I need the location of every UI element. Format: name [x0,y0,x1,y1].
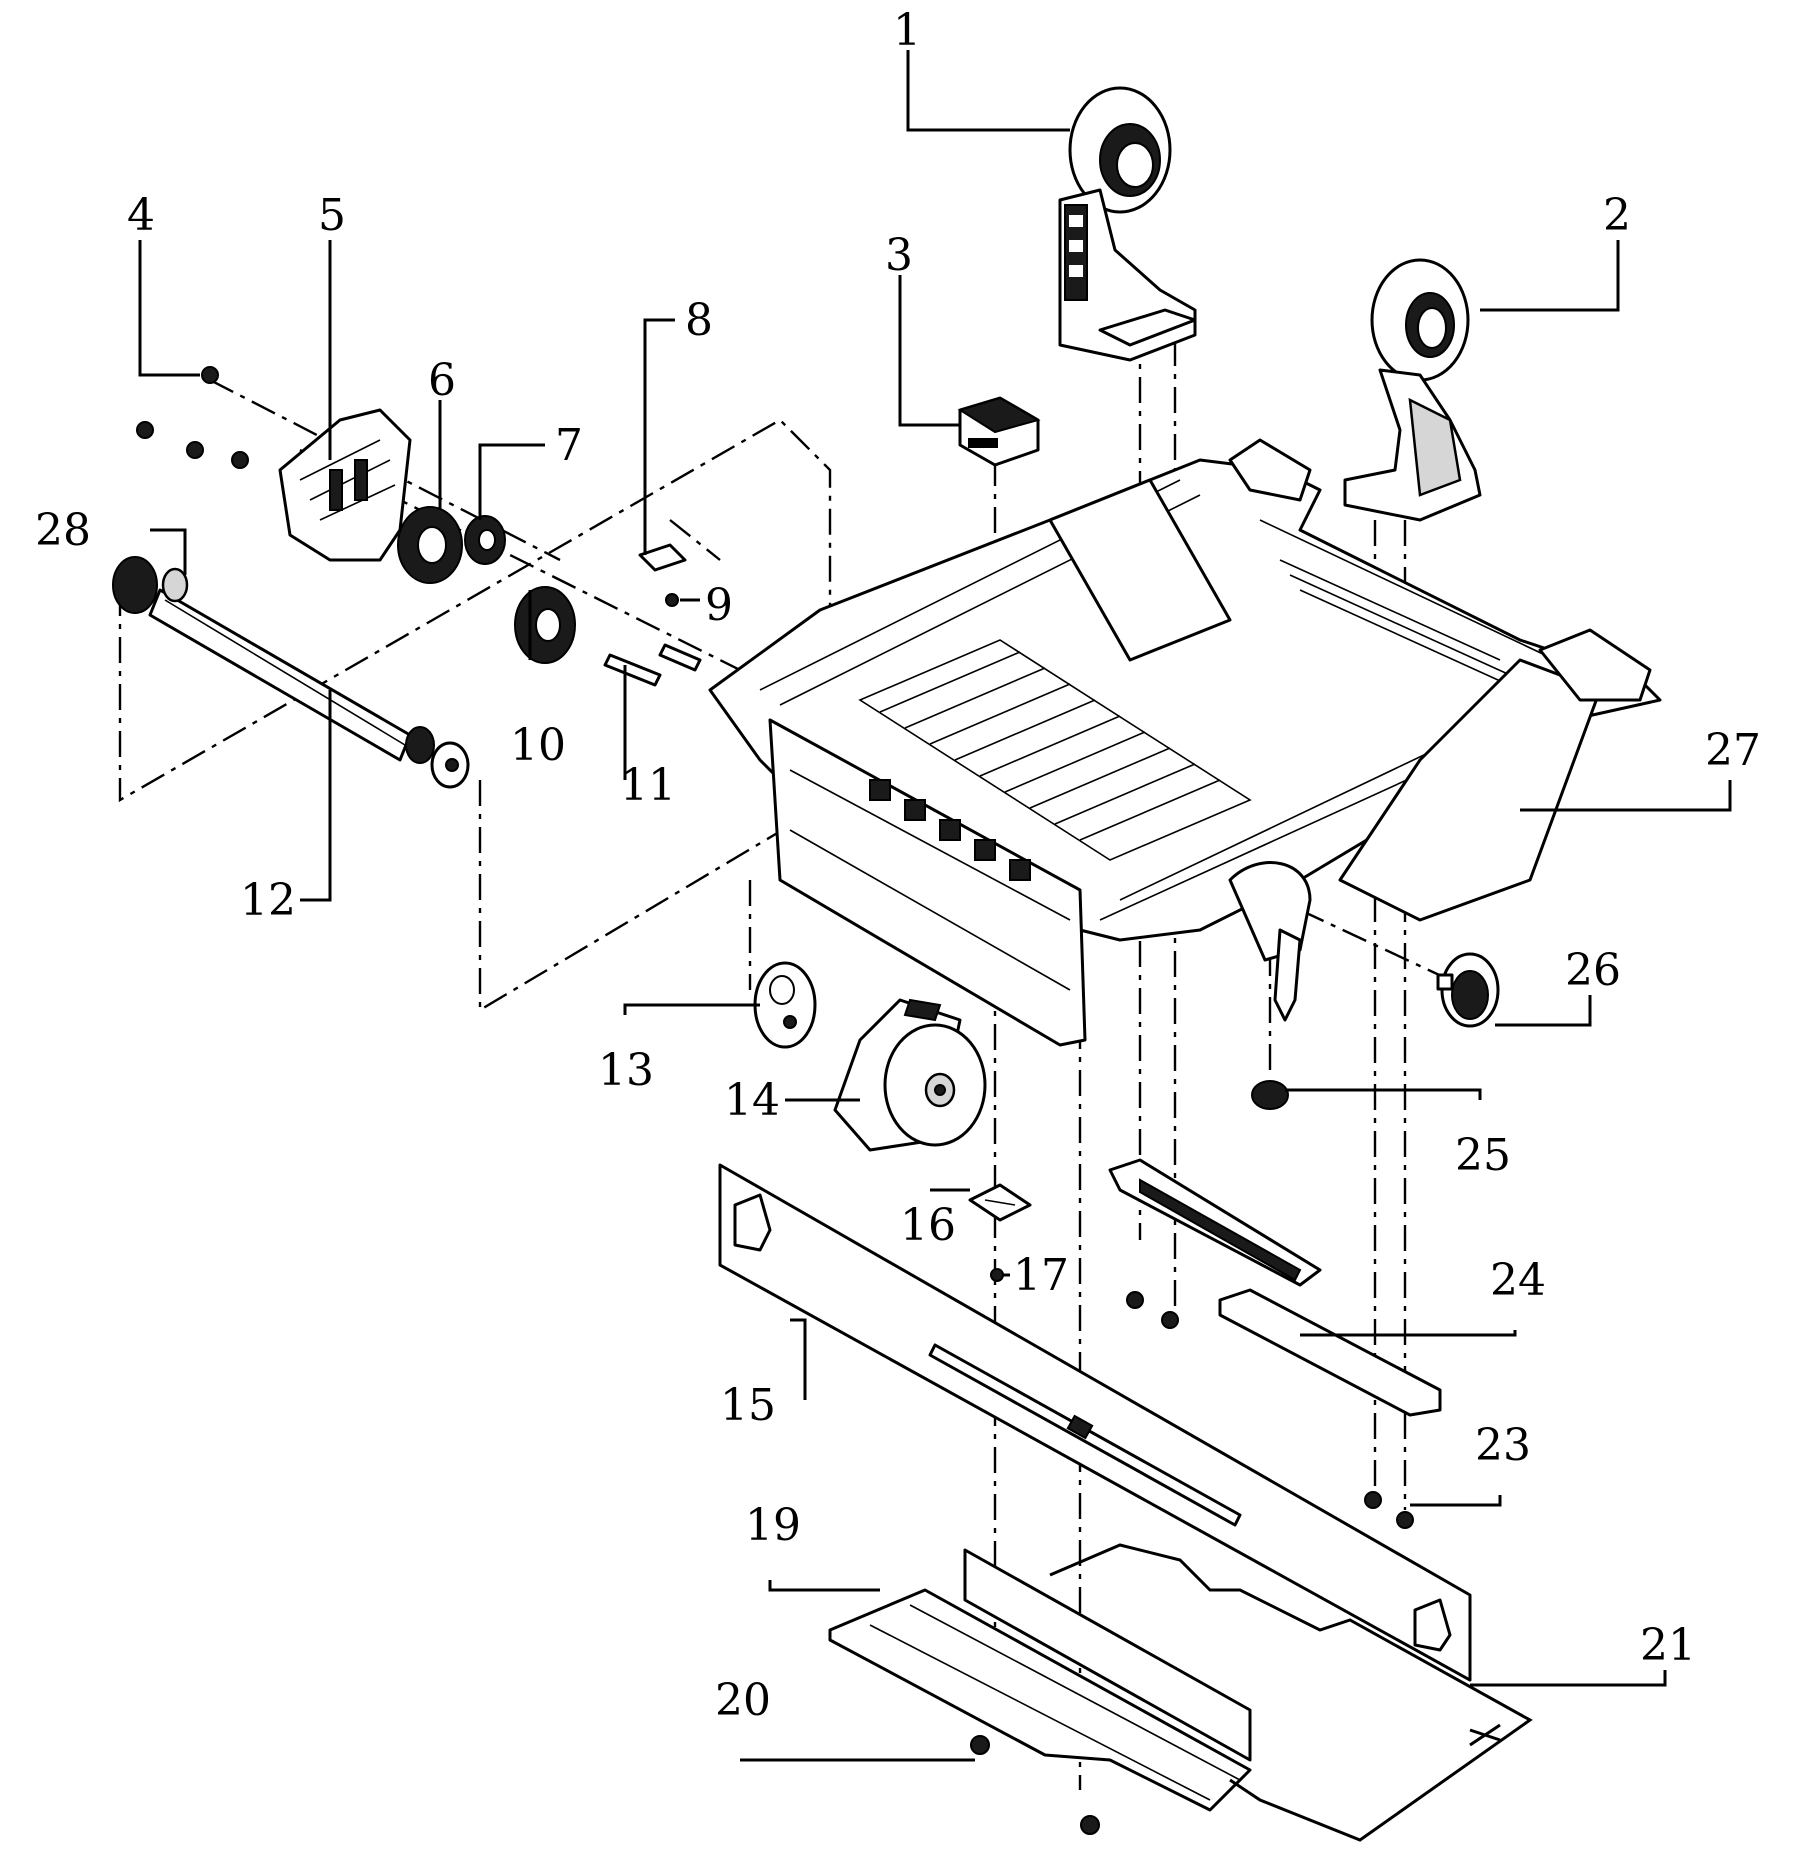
callout-6: 6 [428,355,456,406]
callout-4: 4 [127,190,155,241]
callout-5: 5 [318,190,346,241]
callout-10: 10 [510,720,566,771]
part-20-screws [970,1735,1100,1835]
callout-23: 23 [1475,1420,1531,1471]
callout-13: 13 [598,1045,654,1096]
part-25-gear [1251,1080,1289,1110]
callout-25: 25 [1455,1130,1511,1181]
part-9-screw [665,593,679,607]
callout-16: 16 [900,1200,956,1251]
leader-lines [138,50,1732,1762]
callout-28: 28 [35,505,91,556]
part-15-shaft [928,1343,1242,1527]
callout-7: 7 [555,420,583,471]
base-plate-outline [1049,1543,1533,1842]
callout-numbers: 1 2 3 4 5 6 7 8 9 10 11 12 13 14 15 16 1… [35,5,1761,1726]
part-13-round-plate [753,961,817,1049]
part-17-screw [990,1268,1004,1282]
callout-12: 12 [240,875,296,926]
part-23-screws [1126,1291,1414,1529]
part-4-screws [136,366,249,469]
callout-9: 9 [705,580,733,631]
part-27-main-chassis [708,438,1662,1047]
part-3-sensor-block [957,396,1041,467]
part-8-clip [638,543,687,572]
chassis-grille [858,559,1521,861]
part-26-knob [1436,952,1500,1028]
part-16-bracket [968,1183,1032,1222]
callout-15: 15 [720,1380,776,1431]
callout-2: 2 [1603,190,1631,241]
part-10-gear [514,586,576,664]
callout-19: 19 [745,1500,801,1551]
callout-26: 26 [1565,945,1621,996]
part-21-circuit-board [718,1163,1472,1682]
callout-8: 8 [685,295,713,346]
callout-1: 1 [893,5,921,56]
part-19-bottom-bracket [828,1548,1252,1812]
part-7-small-gear [464,515,506,565]
callout-14: 14 [724,1075,780,1126]
part-24-guide-rails [1108,1158,1442,1417]
callout-24: 24 [1490,1255,1546,1306]
part-5-side-frame-plate [278,408,412,562]
part-1-left-roll-holder [1058,86,1197,362]
part-14-stepper-motor [833,998,987,1152]
callout-3: 3 [885,230,913,281]
callout-20: 20 [715,1675,771,1726]
callout-11: 11 [620,760,676,811]
part-12-platen-roller [112,556,470,789]
callout-27: 27 [1705,725,1761,776]
part-11-pin [603,643,702,687]
part-2-right-roll-holder [1343,258,1482,522]
part-6-gear [397,506,463,584]
callout-21: 21 [1640,1620,1696,1671]
callout-17: 17 [1013,1250,1069,1301]
